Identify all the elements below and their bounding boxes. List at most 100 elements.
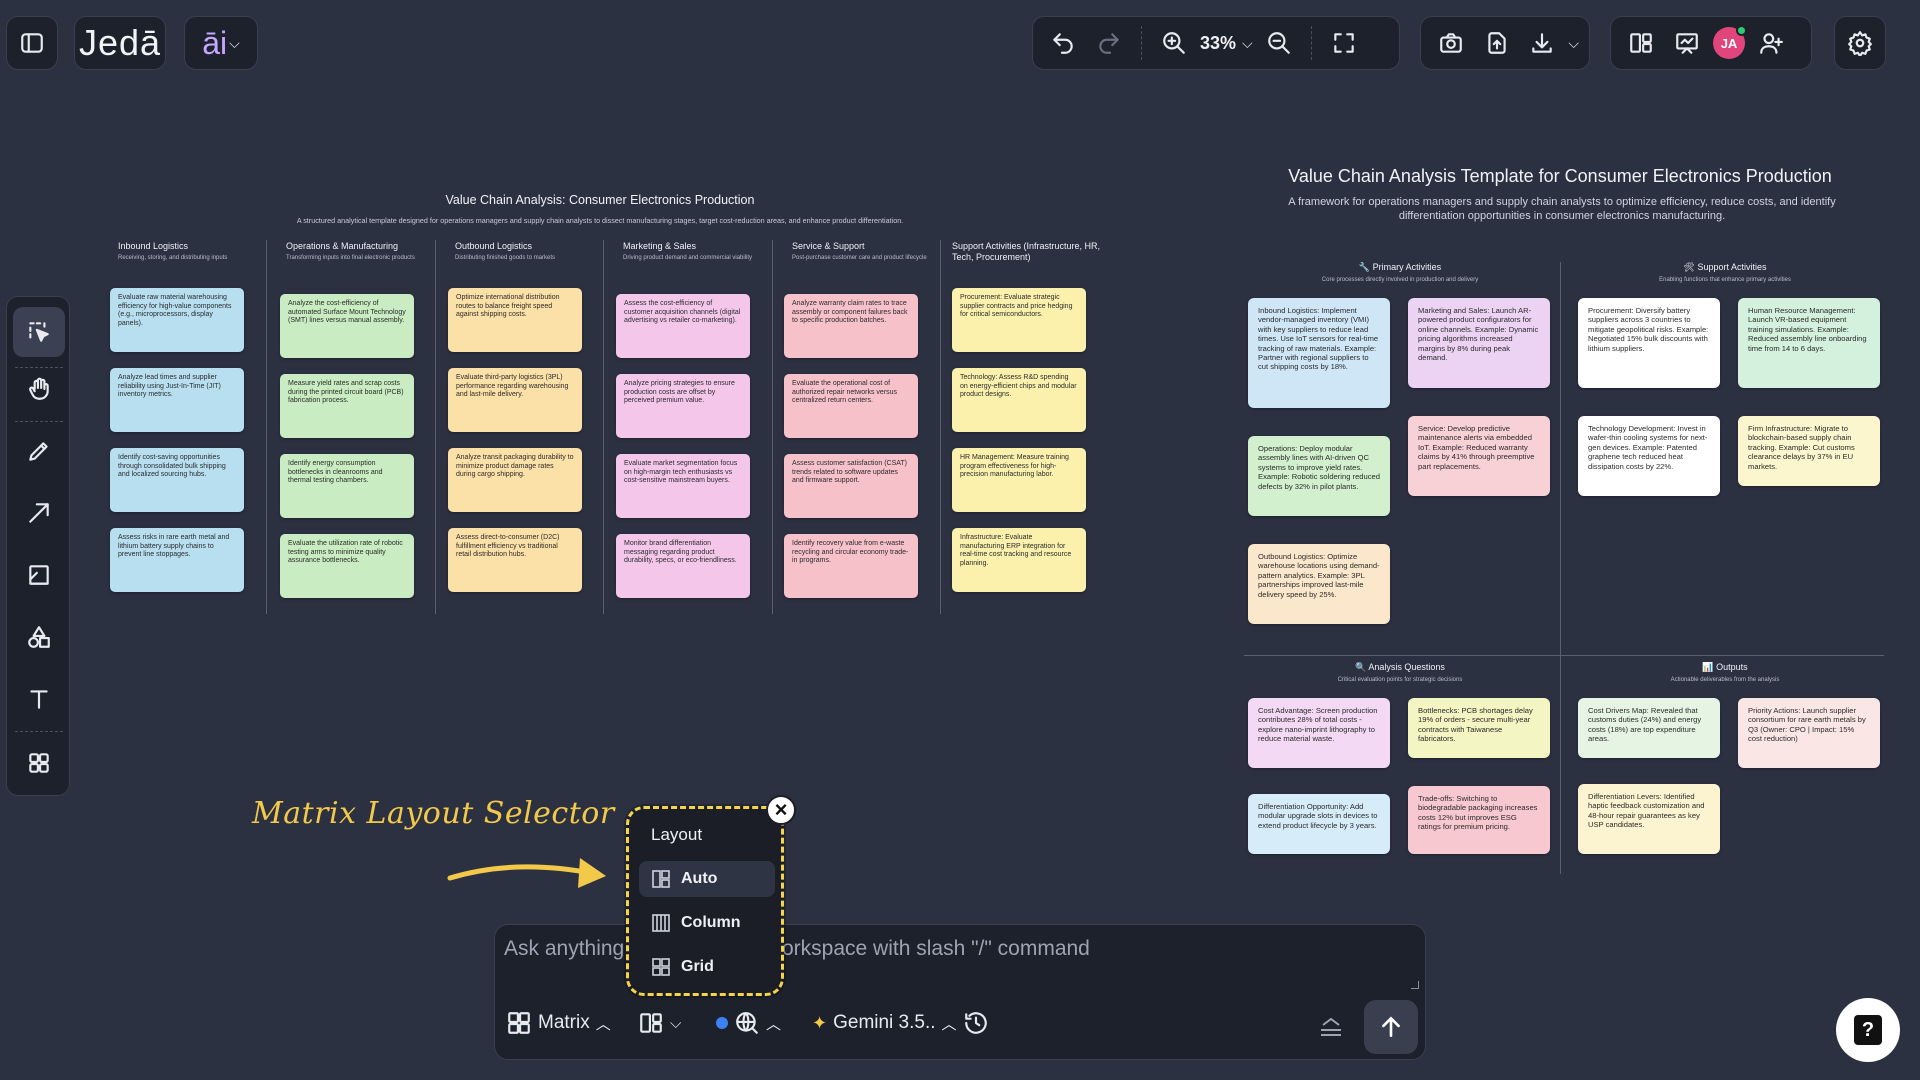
sticky-note[interactable]: Optimize international distribution rout… <box>448 288 582 352</box>
column-header: Support Activities (Infrastructure, HR, … <box>952 241 1101 262</box>
sticky-note[interactable]: Trade-offs: Switching to biodegradable p… <box>1408 786 1550 854</box>
hand-tool-icon[interactable] <box>19 369 59 409</box>
templates-grid-icon[interactable] <box>19 743 59 783</box>
chevron-up-icon[interactable]: ︿ <box>941 1015 957 1033</box>
app-logo[interactable]: Jedā <box>78 22 162 63</box>
globe-search-icon[interactable] <box>734 1010 760 1036</box>
share-upload-icon[interactable] <box>1477 23 1517 63</box>
prompt-input-placeholder[interactable]: Ask anything <box>504 937 625 960</box>
layout-option-auto[interactable]: Auto <box>639 861 775 897</box>
download-icon[interactable] <box>1523 23 1563 63</box>
sticky-note[interactable]: Differentiation Opportunity: Add modular… <box>1248 794 1390 854</box>
zoom-out-icon[interactable] <box>1259 23 1299 63</box>
sticky-note[interactable]: Marketing and Sales: Launch AR-powered p… <box>1408 298 1550 388</box>
sticky-note[interactable]: Cost Drivers Map: Revealed that customs … <box>1578 698 1720 758</box>
sticky-note[interactable]: Identify recovery value from e-waste rec… <box>784 534 918 598</box>
fit-screen-icon[interactable] <box>1324 23 1364 63</box>
sticky-note[interactable]: Inbound Logistics: Implement vendor-mana… <box>1248 298 1390 408</box>
pencil-tool-icon[interactable] <box>19 431 59 471</box>
add-user-icon[interactable] <box>1751 23 1791 63</box>
sticky-note[interactable]: Evaluate the operational cost of authori… <box>784 374 918 438</box>
sticky-note[interactable]: Assess the cost-efficiency of customer a… <box>616 294 750 358</box>
camera-icon[interactable] <box>1431 23 1471 63</box>
gear-icon[interactable] <box>1840 23 1880 63</box>
matrix-layout-icon[interactable] <box>506 1010 532 1036</box>
chevron-down-icon[interactable]: ⌵ <box>229 34 240 51</box>
popup-title: Layout <box>651 825 703 844</box>
sticky-note[interactable]: Identify energy consumption bottlenecks … <box>280 454 414 518</box>
prompt-input-placeholder-cont[interactable]: orkspace with slash "/" command <box>782 937 1090 960</box>
sticky-note[interactable]: Monitor brand differentiation messaging … <box>616 534 750 598</box>
chevron-down-icon[interactable]: ⌵ <box>670 1014 682 1032</box>
sticky-note[interactable]: Outbound Logistics: Optimize warehouse l… <box>1248 544 1390 624</box>
sticky-note[interactable]: Priority Actions: Launch supplier consor… <box>1738 698 1880 768</box>
sticky-note[interactable]: Technology: Assess R&D spending on energ… <box>952 368 1086 432</box>
help-button[interactable]: ? <box>1836 998 1900 1062</box>
sticky-note[interactable]: Firm Infrastructure: Migrate to blockcha… <box>1738 416 1880 486</box>
annotation-arrow-icon <box>447 858 606 888</box>
divider <box>15 367 63 368</box>
sticky-note[interactable]: Assess customer satisfaction (CSAT) tren… <box>784 454 918 518</box>
section-questions-subtitle: Critical evaluation points for strategic… <box>1337 677 1463 683</box>
sticky-note[interactable]: Measure yield rates and scrap costs duri… <box>280 374 414 438</box>
model-selector: ✦ Gemini 3.5.. ︿ <box>812 1010 989 1036</box>
avatar[interactable]: JA <box>1713 25 1747 59</box>
select-tool-icon[interactable] <box>13 307 65 357</box>
zoom-in-icon[interactable] <box>1154 23 1194 63</box>
sticky-note[interactable]: Assess risks in rare earth metal and lit… <box>110 528 244 592</box>
chevron-down-icon[interactable]: ⌵ <box>1568 34 1580 51</box>
sticky-note[interactable]: Identify cost-saving opportunities throu… <box>110 448 244 512</box>
sticky-note[interactable]: Analyze transit packaging durability to … <box>448 448 582 512</box>
sidebar-toggle-icon[interactable] <box>12 23 52 63</box>
layout-option-column[interactable]: Column <box>639 905 775 941</box>
sticky-note[interactable]: Cost Advantage: Screen production contri… <box>1248 698 1390 768</box>
sticky-note[interactable]: Procurement: Diversify battery suppliers… <box>1578 298 1720 388</box>
panel-layout-icon[interactable] <box>1621 23 1661 63</box>
sidebar-toggle-panel <box>6 16 58 70</box>
sticky-note[interactable]: Technology Development: Invest in wafer-… <box>1578 416 1720 496</box>
ai-logo[interactable]: āi <box>202 24 228 61</box>
zoom-level[interactable]: 33% <box>1200 32 1237 53</box>
chevron-up-icon[interactable]: ︿ <box>595 1015 611 1033</box>
sticky-note[interactable]: Analyze pricing strategies to ensure pro… <box>616 374 750 438</box>
presentation-icon[interactable] <box>1667 23 1707 63</box>
undo-icon[interactable] <box>1043 23 1083 63</box>
sticky-note[interactable]: Evaluate raw material warehousing effici… <box>110 288 244 352</box>
model-label[interactable]: Gemini 3.5.. <box>833 1012 936 1033</box>
close-popup-button[interactable]: × <box>766 795 796 825</box>
sticky-note[interactable]: Bottlenecks: PCB shortages delay 19% of … <box>1408 698 1550 758</box>
layout-selector-label[interactable]: Matrix <box>538 1012 590 1033</box>
ai-menu-panel[interactable]: āi ⌵ <box>184 16 258 70</box>
arrow-tool-icon[interactable] <box>19 493 59 533</box>
history-icon[interactable] <box>963 1010 989 1036</box>
sticky-note[interactable]: Analyze lead times and supplier reliabil… <box>110 368 244 432</box>
sticky-note[interactable]: Assess direct-to-consumer (D2C) fulfillm… <box>448 528 582 592</box>
send-button[interactable] <box>1364 1000 1418 1054</box>
text-tool-icon[interactable] <box>19 679 59 719</box>
layout-option-grid[interactable]: Grid <box>639 949 775 985</box>
sticky-note[interactable]: Service: Develop predictive maintenance … <box>1408 416 1550 496</box>
sticky-note[interactable]: Evaluate third-party logistics (3PL) per… <box>448 368 582 432</box>
split-view-icon[interactable] <box>638 1010 664 1036</box>
redo-icon[interactable] <box>1089 23 1129 63</box>
sticky-note[interactable]: Evaluate the utilization rate of robotic… <box>280 534 414 598</box>
collapse-icon[interactable] <box>1318 1016 1344 1038</box>
frame-tool-icon[interactable] <box>19 555 59 595</box>
sticky-note[interactable]: Human Resource Management: Launch VR-bas… <box>1738 298 1880 388</box>
sticky-note[interactable]: Analyze warranty claim rates to trace as… <box>784 294 918 358</box>
column-divider <box>435 240 436 614</box>
sticky-note[interactable]: Evaluate market segmentation focus on hi… <box>616 454 750 518</box>
sticky-note[interactable]: Infrastructure: Evaluate manufacturing E… <box>952 528 1086 592</box>
section-primary-title: 🔧 Primary Activities <box>1358 262 1442 272</box>
sticky-note[interactable]: Differentiation Levers: Identified hapti… <box>1578 784 1720 854</box>
shapes-tool-icon[interactable] <box>19 617 59 657</box>
sticky-note[interactable]: Procurement: Evaluate strategic supplier… <box>952 288 1086 352</box>
sticky-note[interactable]: Operations: Deploy modular assembly line… <box>1248 436 1390 516</box>
chevron-up-icon[interactable]: ︿ <box>766 1015 782 1033</box>
quadrant-divider-horizontal <box>1244 655 1884 656</box>
resize-handle-icon[interactable] <box>1411 981 1419 989</box>
active-dot <box>716 1017 728 1029</box>
sticky-note[interactable]: HR Management: Measure training program … <box>952 448 1086 512</box>
chevron-down-icon[interactable]: ⌵ <box>1242 34 1253 51</box>
sticky-note[interactable]: Analyze the cost-efficiency of automated… <box>280 294 414 358</box>
